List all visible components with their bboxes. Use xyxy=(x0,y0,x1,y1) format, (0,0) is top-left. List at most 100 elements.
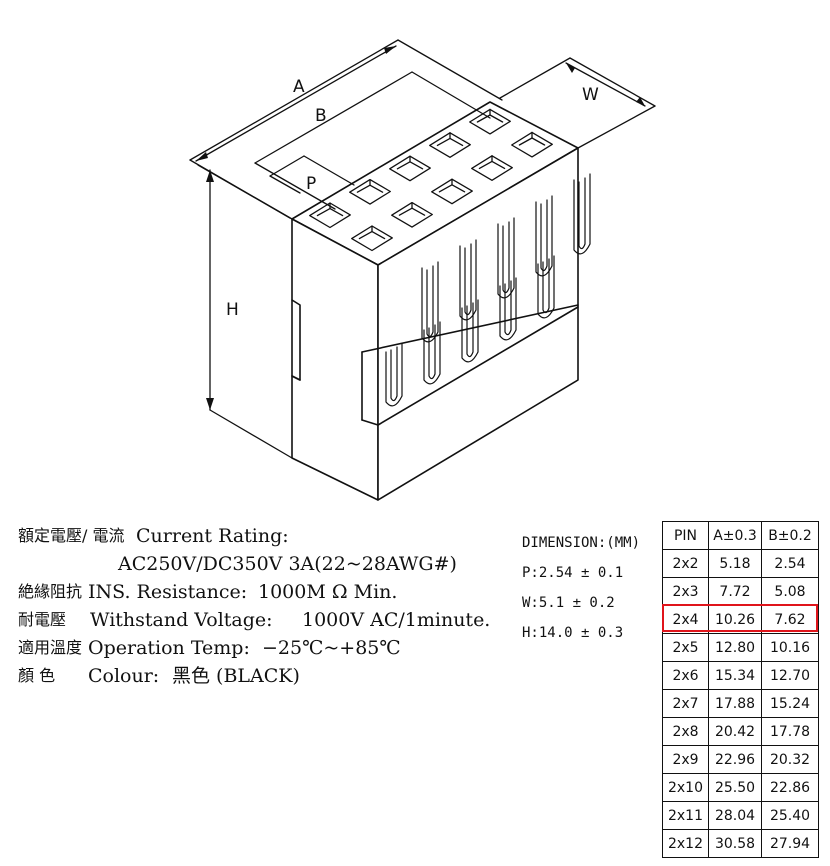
pin-cavity xyxy=(389,155,431,182)
rear-terminal-slot xyxy=(459,239,477,321)
spec-value: −25℃~+85℃ xyxy=(262,637,401,659)
b-value-cell: 7.62 xyxy=(761,605,819,634)
pin-count-cell: 2x7 xyxy=(662,689,709,718)
a-value-cell: 25.50 xyxy=(708,773,762,802)
front-terminal-slot xyxy=(385,343,403,407)
dimension-notes: DIMENSION:(MM) P:2.54 ± 0.1 W:5.1 ± 0.2 … xyxy=(522,528,640,648)
dimension-label-h: H xyxy=(226,300,239,320)
dimension-label-p: P xyxy=(306,174,316,194)
pin-cavity xyxy=(431,178,473,205)
front-terminal-slot xyxy=(423,321,441,385)
pin-count-cell: 2x9 xyxy=(662,745,709,774)
pin-cavity xyxy=(471,155,513,181)
a-value-cell: 30.58 xyxy=(708,829,762,858)
dimension-h: H:14.0 ± 0.3 xyxy=(522,625,624,641)
spec-value: AC250V/DC350V 3A(22~28AWG#) xyxy=(118,553,457,575)
spec-label: Colour: xyxy=(88,665,160,687)
front-terminal-slot-inner xyxy=(390,346,398,402)
pin-count-cell: 2x5 xyxy=(662,633,709,662)
rear-terminal-slot-inner xyxy=(502,221,510,294)
rear-terminal-slot xyxy=(497,217,515,299)
front-terminal-slot-inner xyxy=(504,280,512,336)
a-value-cell: 10.26 xyxy=(708,605,762,634)
pin-cavity xyxy=(351,225,393,252)
rear-terminal-slot-inner xyxy=(464,243,472,316)
rear-terminal-slot-inner xyxy=(578,177,586,250)
spec-label-cn: 適用溫度 xyxy=(18,638,83,657)
pin-cavities xyxy=(309,108,553,252)
a-value-cell: 20.42 xyxy=(708,717,762,746)
a-value-cell: 5.18 xyxy=(708,549,762,578)
dimension-lines xyxy=(189,39,656,459)
b-value-cell: 12.70 xyxy=(761,661,819,690)
a-value-cell: 12.80 xyxy=(708,633,762,662)
b-value-cell: 2.54 xyxy=(761,549,819,578)
pin-cavity xyxy=(511,131,553,158)
rear-terminal-slot-inner xyxy=(540,199,548,272)
pin-count-cell: 2x6 xyxy=(662,661,709,690)
dimension-arrows xyxy=(196,46,645,410)
dimension-label-b: B xyxy=(315,106,327,126)
column-header-a: A±0.3 xyxy=(708,521,762,550)
spec-label-cn: 絶緣阻抗 xyxy=(18,582,83,601)
pin-count-cell: 2x12 xyxy=(662,829,709,858)
front-terminal-slot-inner xyxy=(466,302,474,358)
pin-count-cell: 2x8 xyxy=(662,717,709,746)
pin-cavity xyxy=(391,201,433,228)
pin-count-cell: 2x10 xyxy=(662,773,709,802)
spec-label: Withstand Voltage: xyxy=(90,609,273,631)
spec-value: 1000V AC/1minute. xyxy=(302,609,491,631)
dimension-w: W:5.1 ± 0.2 xyxy=(522,595,615,611)
spec-value: 1000M Ω Min. xyxy=(258,581,398,603)
spec-list: 額定電壓/ 電流 Current Rating: AC250V/DC350V 3… xyxy=(18,522,518,690)
spec-label-cn: 額定電壓/ 電流 xyxy=(18,526,125,545)
spec-colour: 顏 色 Colour: 黑色 (BLACK) xyxy=(18,662,518,690)
pin-count-cell: 2x4 xyxy=(662,605,709,634)
front-terminal-slot xyxy=(499,277,517,341)
pin-cavity xyxy=(429,132,471,158)
front-terminal-slot-inner xyxy=(542,258,550,314)
rear-terminal-slot xyxy=(573,173,591,255)
b-value-cell: 5.08 xyxy=(761,577,819,606)
rear-terminal-slot xyxy=(421,261,439,343)
terminal-slots xyxy=(385,173,591,407)
a-value-cell: 7.72 xyxy=(708,577,762,606)
front-terminal-slot xyxy=(537,255,555,319)
pin-count-cell: 2x3 xyxy=(662,577,709,606)
rear-terminal-slot-inner xyxy=(426,265,434,338)
spec-label: Operation Temp: xyxy=(88,637,250,659)
a-value-cell: 17.88 xyxy=(708,689,762,718)
a-value-cell: 15.34 xyxy=(708,661,762,690)
dimension-label-w: W xyxy=(582,85,599,105)
rear-terminal-slot xyxy=(535,195,553,277)
dimension-p: P:2.54 ± 0.1 xyxy=(522,565,624,581)
spec-label-cn: 耐電壓 xyxy=(18,610,67,629)
b-value-cell: 20.32 xyxy=(761,745,819,774)
pin-cavity xyxy=(469,108,511,135)
front-terminal-slot xyxy=(461,299,479,363)
spec-current-rating: 額定電壓/ 電流 Current Rating: xyxy=(18,522,518,550)
spec-current-rating-value-row: AC250V/DC350V 3A(22~28AWG#) xyxy=(18,550,518,578)
connector-drawing: A B P W H xyxy=(189,39,656,501)
dimension-title: DIMENSION:(MM) xyxy=(522,535,641,551)
table-header-row: PIN A±0.3 B±0.2 xyxy=(662,521,819,550)
front-terminal-slot-inner xyxy=(428,324,436,380)
b-value-cell: 22.86 xyxy=(761,773,819,802)
spec-label: Current Rating: xyxy=(136,525,289,547)
housing-front-face xyxy=(291,218,379,501)
b-value-cell: 17.78 xyxy=(761,717,819,746)
spec-label: INS. Resistance: xyxy=(88,581,248,603)
pin-count-cell: 2x2 xyxy=(662,549,709,578)
